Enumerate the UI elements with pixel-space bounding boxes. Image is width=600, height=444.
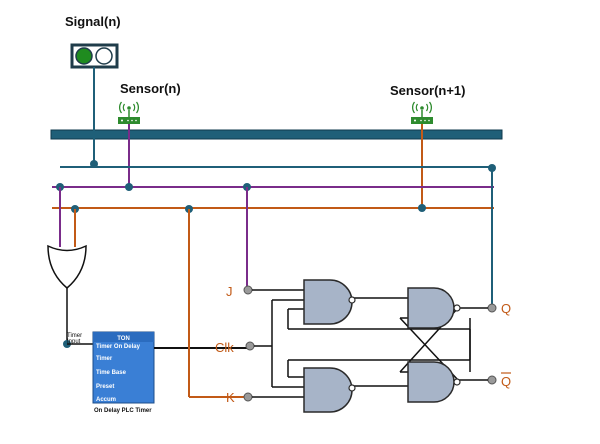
wireless-sensor-icon xyxy=(411,101,433,124)
ton-field-1: Timer xyxy=(96,356,113,362)
clk-label: Clk xyxy=(215,340,234,355)
timer-input-label: Timer xyxy=(67,333,82,339)
wireless-sensor-icon xyxy=(118,101,140,124)
and-gate-2-bubble xyxy=(348,384,356,392)
wire-junctions xyxy=(56,160,496,213)
nand-gate-qbar xyxy=(407,361,455,403)
nand-gate-qbar-bubble xyxy=(453,378,461,386)
j-label: J xyxy=(226,284,233,299)
ton-field-3: Preset xyxy=(96,384,114,390)
svg-text:Q: Q xyxy=(501,374,511,389)
ton-caption: On Delay PLC Timer xyxy=(94,408,152,414)
ton-timer-block: TON Timer On Delay Timer Time Base Prese… xyxy=(92,331,155,404)
or-gate xyxy=(47,244,87,289)
traffic-light-icon xyxy=(70,43,119,69)
and-gate-1 xyxy=(303,279,353,325)
ton-title: TON xyxy=(117,336,130,342)
signal-label: Signal(n) xyxy=(65,14,121,29)
ton-field-2: Time Base xyxy=(96,370,127,376)
nand-gate-q xyxy=(407,287,455,329)
sensor-n1-label: Sensor(n+1) xyxy=(390,83,466,98)
ton-field-4: Accum xyxy=(96,397,116,403)
k-label: K xyxy=(226,390,235,405)
ton-field-0: Timer On Delay xyxy=(96,344,141,350)
qbar-label: Q xyxy=(501,372,511,389)
q-label: Q xyxy=(501,301,511,316)
nand-gate-q-bubble xyxy=(453,304,461,312)
sensor-n-label: Sensor(n) xyxy=(120,81,181,96)
timer-input-label-2: Input xyxy=(67,339,81,345)
track-bus xyxy=(50,129,503,140)
and-gate-1-bubble xyxy=(348,296,356,304)
and-gate-2 xyxy=(303,367,353,413)
pin-terminals xyxy=(243,285,497,402)
